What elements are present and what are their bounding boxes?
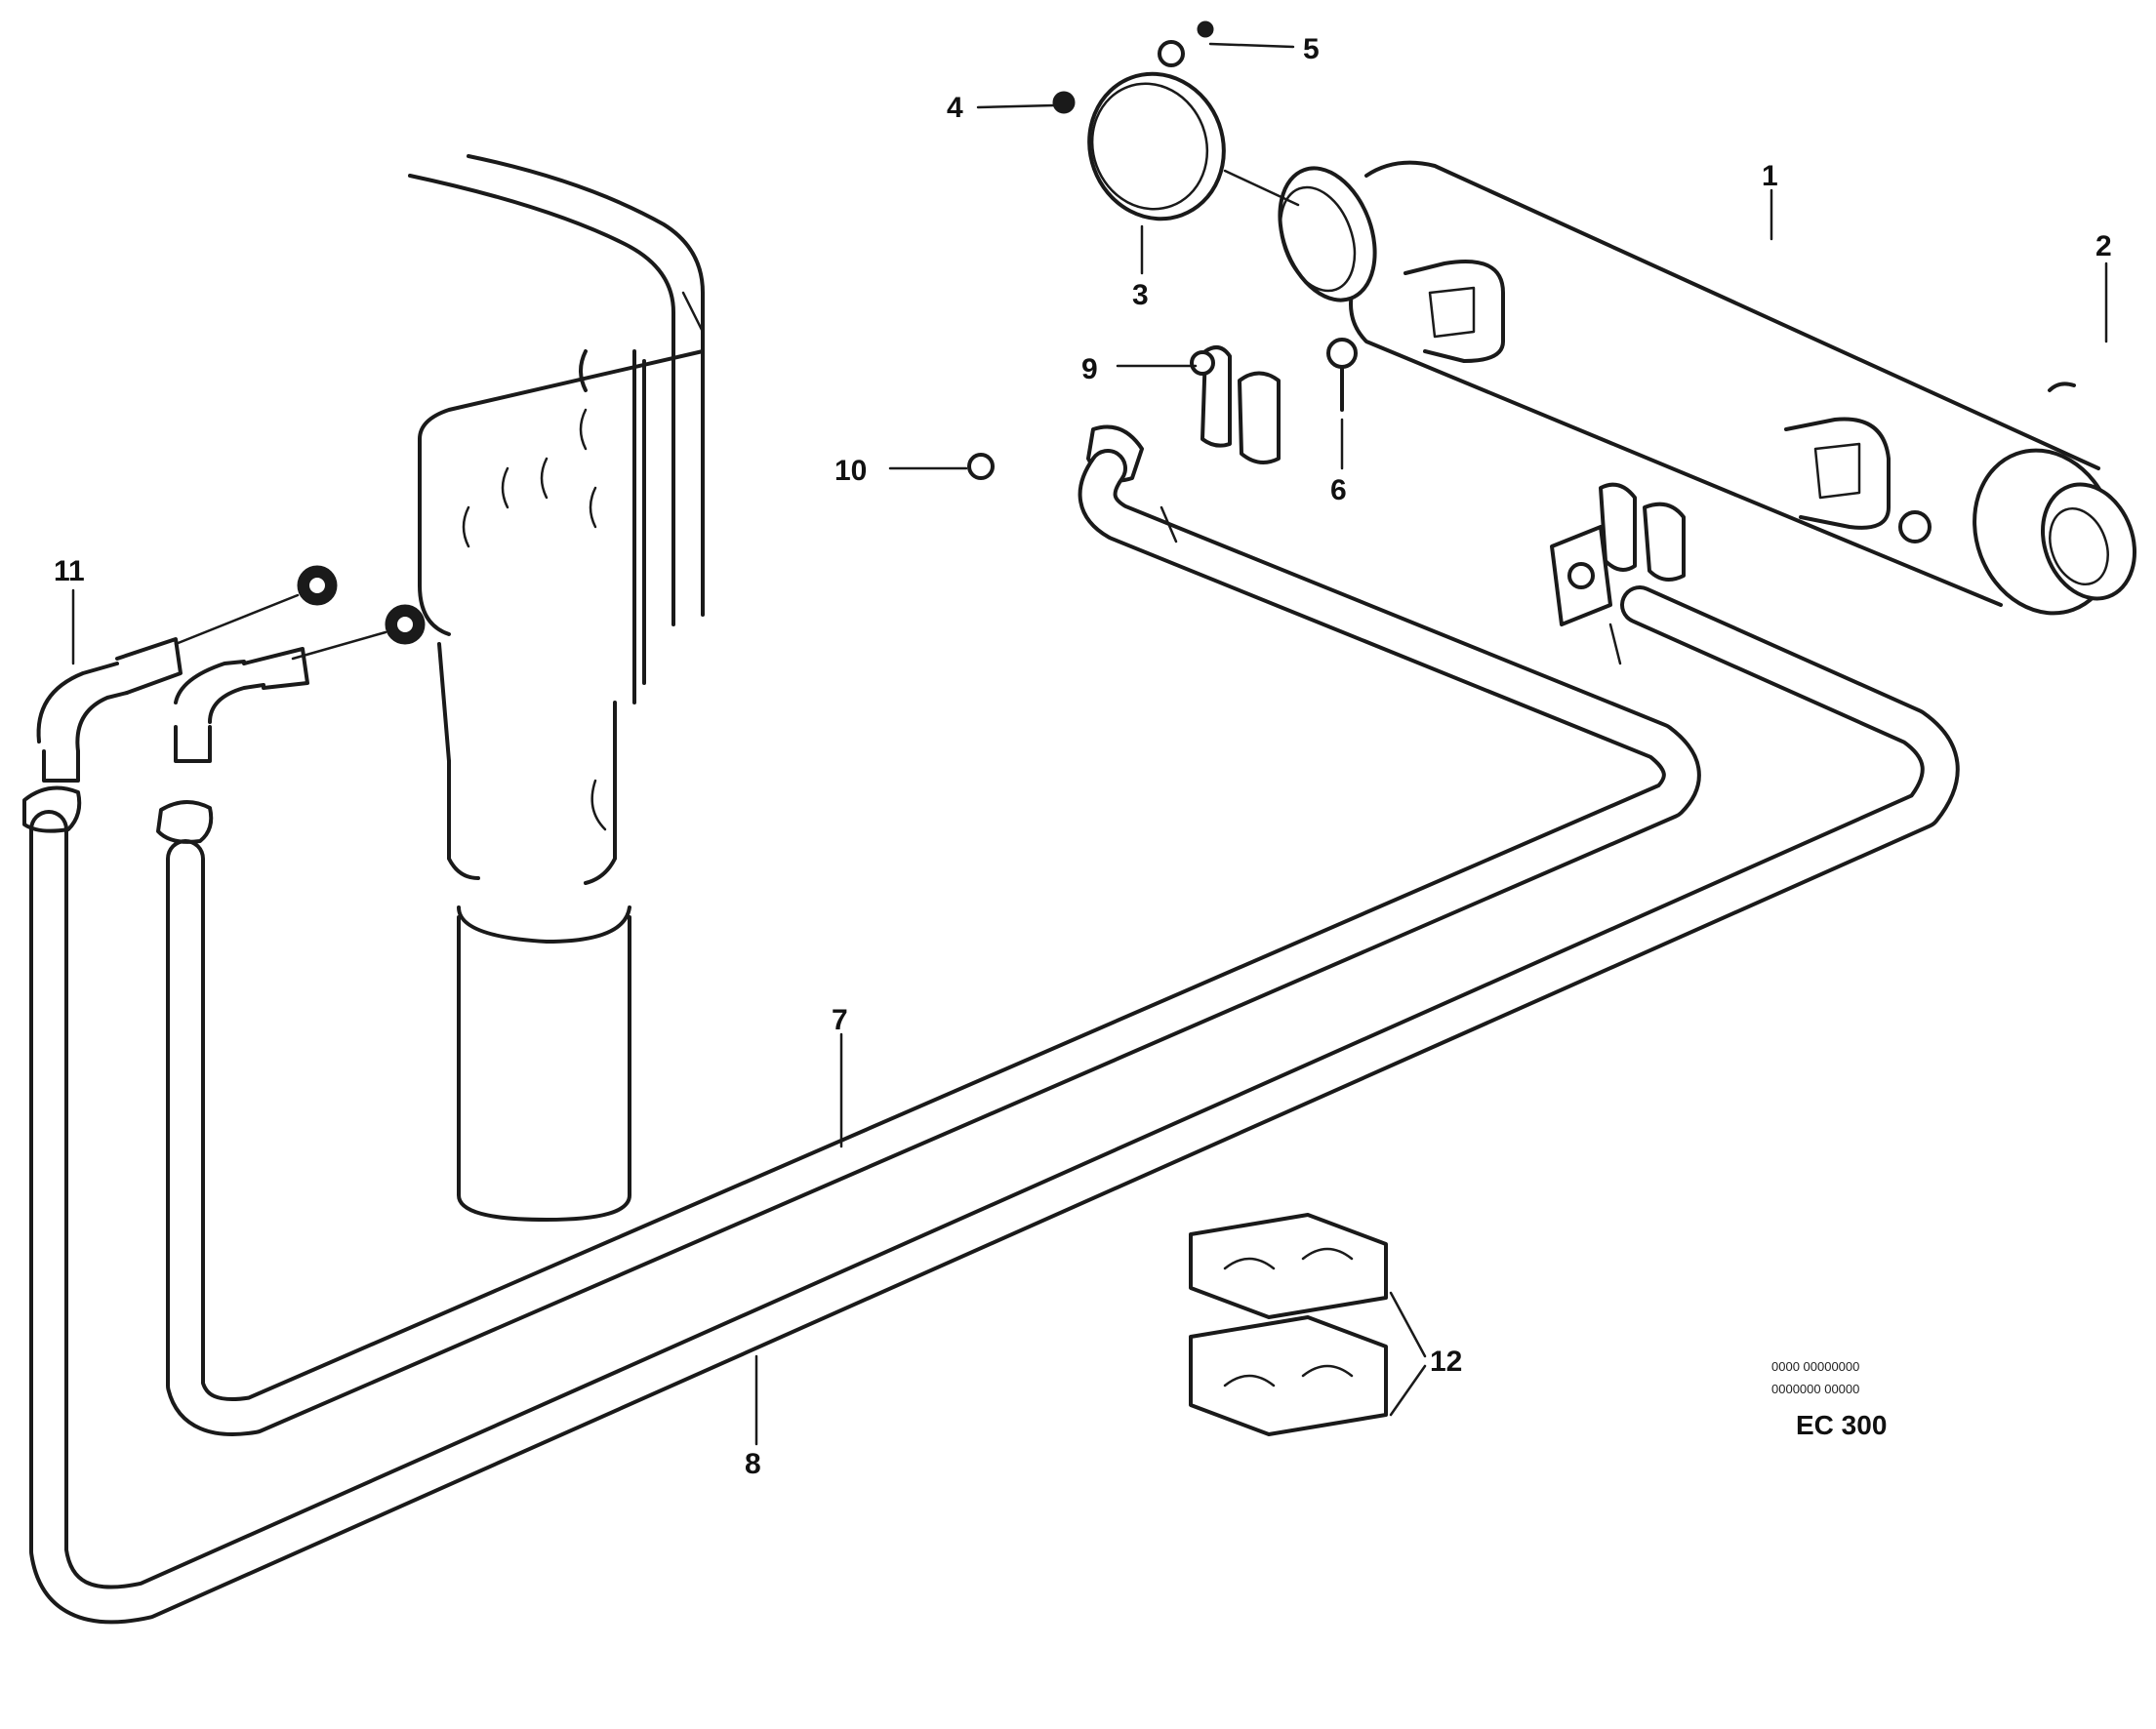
callout-4: 4	[947, 92, 963, 124]
callout-1: 1	[1762, 160, 1778, 192]
reference-line-1: 0000 00000000	[1771, 1359, 1859, 1374]
leader-lines	[71, 42, 2108, 1446]
clamp-assembly	[1052, 20, 1300, 221]
callout-5: 5	[1303, 33, 1320, 65]
reference-code: EC 300	[1796, 1410, 1887, 1440]
filter-canister	[447, 701, 631, 1222]
callout-6: 6	[1330, 474, 1347, 506]
callout-12: 12	[1430, 1346, 1462, 1378]
cab-structure	[408, 154, 705, 763]
callout-11: 11	[54, 555, 85, 587]
callout-8: 8	[745, 1448, 761, 1480]
callout-7: 7	[832, 1004, 848, 1036]
callout-labels: 1 2 3 4 5 6 7 8 9 10 11 12	[54, 33, 2112, 1480]
callout-9: 9	[1081, 353, 1098, 385]
heater-cylinder	[1278, 160, 2137, 616]
reference-line-2: 0000000 00000	[1771, 1382, 1859, 1396]
reference-block: 0000 00000000 0000000 00000 EC 300	[1771, 1359, 1887, 1440]
double-clamp	[1189, 1213, 1388, 1436]
callout-3: 3	[1132, 279, 1149, 311]
callout-10: 10	[834, 455, 867, 487]
hose-pipes	[22, 449, 1960, 1625]
bracket-hardware	[967, 338, 1686, 626]
elbow-fittings	[36, 565, 426, 783]
callout-2: 2	[2095, 230, 2112, 262]
